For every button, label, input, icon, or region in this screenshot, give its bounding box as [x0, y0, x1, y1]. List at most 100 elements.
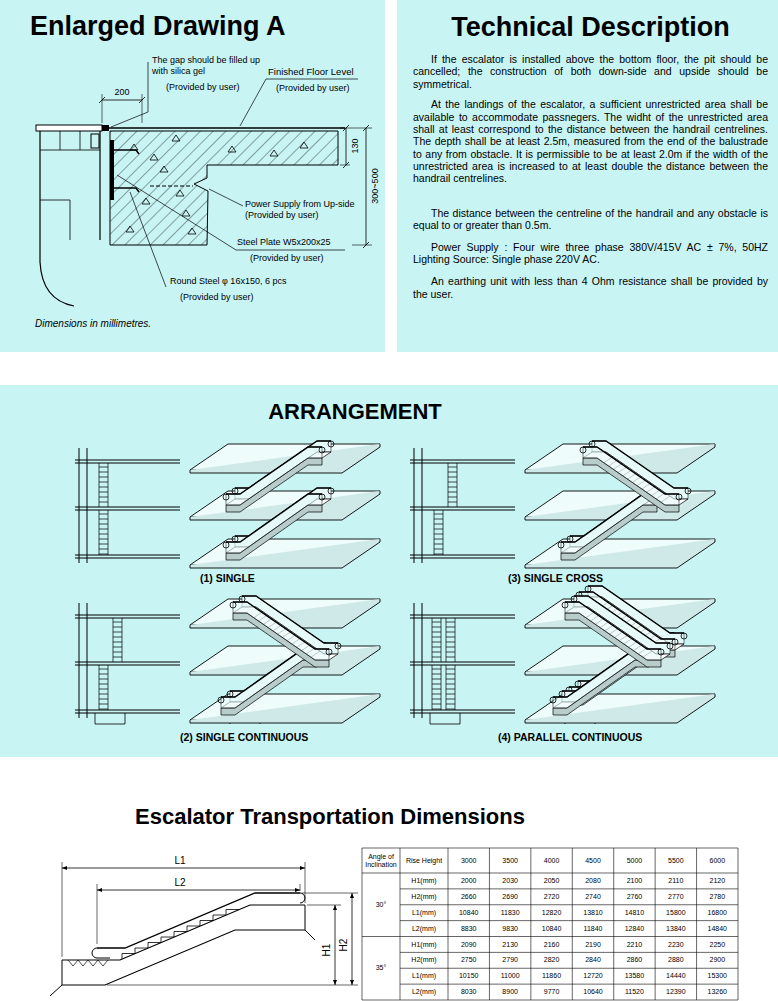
finished-floor	[108, 127, 345, 128]
arrangement-figure	[75, 441, 380, 568]
table-rule	[738, 848, 739, 1000]
aggregate-mark	[172, 135, 180, 141]
table-rule	[400, 984, 738, 985]
handrail	[226, 447, 322, 494]
handrail-end	[319, 494, 325, 500]
handrail-end	[571, 596, 577, 602]
table-cell: 14840	[697, 921, 738, 937]
table-cell: 9830	[489, 921, 530, 937]
dimension-line	[343, 125, 349, 168]
arrangement-drawings	[0, 385, 778, 757]
landing-steps	[68, 960, 108, 966]
truss-end	[99, 131, 100, 240]
handrail-end	[328, 488, 334, 494]
table-cell: 2770	[655, 889, 696, 905]
handrail-end	[218, 697, 224, 703]
handrail-end	[232, 488, 238, 494]
table-cell: 3000	[448, 848, 489, 873]
table-cell: 2750	[448, 952, 489, 968]
handrail-end	[92, 948, 110, 958]
table-cell: 2740	[572, 889, 613, 905]
handrail-end	[335, 643, 341, 649]
table-cell: 2130	[489, 937, 530, 953]
arrowhead	[333, 905, 337, 910]
table-cell: 5500	[655, 848, 696, 873]
table-cell: 2190	[572, 937, 613, 953]
table-rule	[362, 848, 363, 1000]
arrowhead	[295, 888, 300, 892]
callout-text: Steel Plate W5x200x25	[237, 237, 331, 248]
table-cell: H1(mm)	[400, 937, 448, 953]
aggregate-mark	[126, 226, 134, 232]
handrail-end	[567, 536, 573, 542]
table-cell: 6000	[697, 848, 738, 873]
step-profile	[122, 910, 239, 960]
handrail	[565, 602, 661, 649]
table-cell: 2880	[655, 952, 696, 968]
table-cell: 35°	[362, 937, 400, 1001]
arrangement-figure	[75, 596, 380, 724]
table-grid	[362, 848, 738, 1000]
escalator-elevation	[448, 463, 457, 507]
leader-line	[240, 79, 358, 126]
table-cell: 8900	[489, 984, 530, 1000]
extension-line	[62, 862, 305, 957]
handrail-end	[672, 639, 678, 645]
table-cell: 8830	[448, 921, 489, 937]
dimension-line	[97, 890, 300, 891]
table-cell: L1(mm)	[400, 968, 448, 984]
table-cell: 2820	[531, 952, 572, 968]
handrail-end	[676, 494, 682, 500]
table-rule	[613, 848, 614, 1000]
handrail-end	[223, 494, 229, 500]
escalator-elevation	[113, 618, 122, 662]
table-cell: 10840	[531, 921, 572, 937]
dimension-text: L2	[170, 877, 190, 889]
arrowhead	[333, 980, 337, 985]
paragraph: At the landings of the escalator, a suff…	[413, 98, 768, 185]
callout-text: (Provided by user)	[276, 83, 350, 94]
transport-drawing	[50, 862, 358, 996]
table-rule	[362, 1000, 738, 1001]
table-cell: 2000	[448, 873, 489, 889]
handrail-end	[558, 542, 564, 548]
table-rule	[362, 936, 738, 937]
column-line	[87, 603, 88, 718]
section-heading: Escalator Transportation Dimensions	[135, 804, 525, 830]
dimension-line	[335, 905, 336, 985]
table-rule	[362, 848, 738, 849]
comb-plate	[91, 134, 99, 148]
escalator-elevation	[446, 665, 455, 710]
panel-heading: Technical Description	[413, 12, 768, 43]
table-cell: 14440	[655, 968, 696, 984]
handrail-end	[580, 447, 586, 453]
floor-slab	[75, 460, 180, 463]
handrail-end	[589, 441, 595, 447]
dimension-line	[62, 868, 305, 869]
floor-slab	[410, 460, 515, 463]
table-rule	[530, 848, 531, 1000]
truss-detail	[40, 131, 100, 240]
table-cell: 11830	[489, 905, 530, 921]
handrail-end	[223, 542, 229, 548]
dimension-text: 130	[350, 138, 361, 153]
table-cell: 2790	[489, 952, 530, 968]
balustrade-glass	[561, 494, 657, 553]
dimension-text: H2	[338, 939, 350, 952]
table-rule	[489, 848, 490, 1000]
handrail	[583, 447, 679, 494]
steel-plate	[110, 140, 114, 200]
balustrade-glass	[583, 447, 679, 505]
concrete-section	[110, 131, 338, 245]
handrail-end	[550, 697, 556, 703]
table-cell: 2110	[655, 873, 696, 889]
table-rule	[400, 904, 738, 905]
table-cell: 10150	[448, 968, 489, 984]
escalator-elevation	[432, 618, 441, 662]
table-cell: 13840	[655, 921, 696, 937]
table-rule	[448, 848, 449, 1000]
escalator-elevation	[99, 463, 108, 507]
handrail-end	[562, 602, 568, 608]
floor-slab	[410, 710, 515, 713]
